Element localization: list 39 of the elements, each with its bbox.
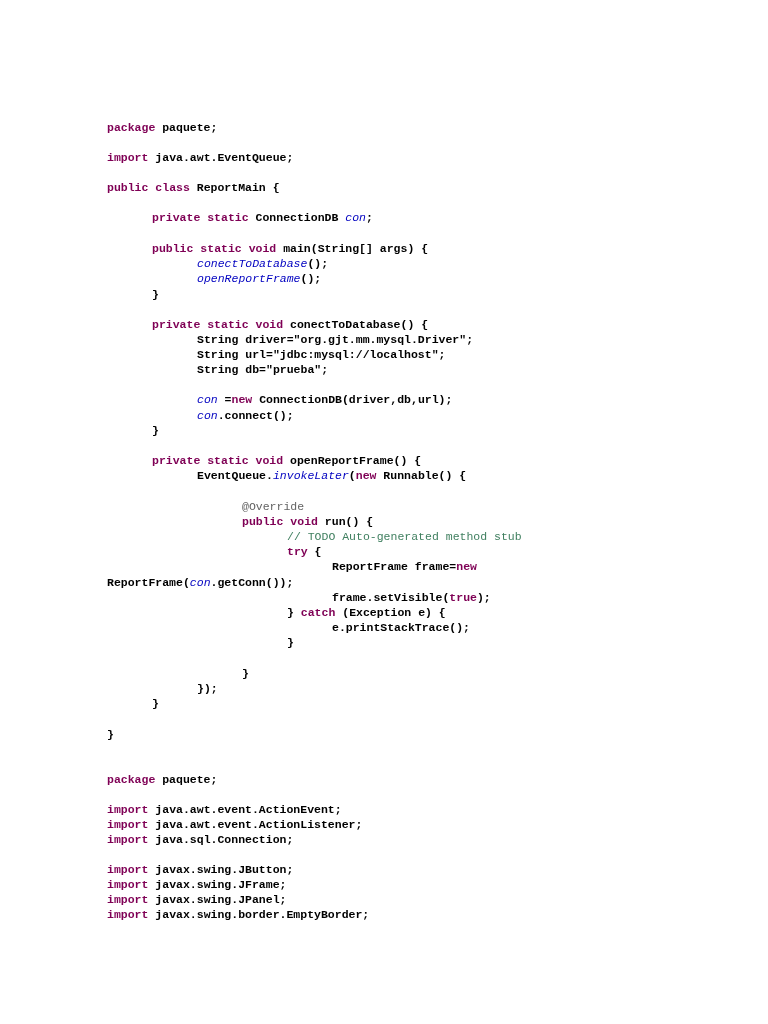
code-line: @Override [242,500,305,514]
code-line: import javax.swing.border.EmptyBorder; [107,908,370,922]
code-line: String db="prueba"; [197,363,329,377]
code-line: } [152,697,159,711]
code-line: import java.awt.event.ActionListener; [107,818,363,832]
code-line: openReportFrame(); [197,272,322,286]
code-line: import java.awt.EventQueue; [107,151,294,165]
code-line: private static void openReportFrame() { [152,454,422,468]
code-line: import javax.swing.JPanel; [107,893,287,907]
code-line: frame.setVisible(true); [332,591,491,605]
code-line: package paquete; [107,773,218,787]
code-line: } [287,636,294,650]
code-line: private static ConnectionDB con; [152,211,373,225]
code-line: private static void conectToDatabase() { [152,318,429,332]
code-line: import java.sql.Connection; [107,833,294,847]
code-line: } [152,424,159,438]
code-line: package paquete; [107,121,218,135]
code-line: ReportFrame frame=new [332,560,477,574]
code-line: public void run() { [242,515,374,529]
code-line: e.printStackTrace(); [332,621,471,635]
code-line: con.connect(); [197,409,294,423]
code-line: } [242,667,249,681]
code-line: } catch (Exception e) { [287,606,446,620]
code-line: conectToDatabase(); [197,257,329,271]
code-line: } [107,728,114,742]
code-line: } [152,288,159,302]
code-line: import java.awt.event.ActionEvent; [107,803,342,817]
code-line: String url="jdbc:mysql://localhost"; [197,348,446,362]
code-line: import javax.swing.JButton; [107,863,294,877]
code-line: con =new ConnectionDB(driver,db,url); [197,393,453,407]
code-line: import javax.swing.JFrame; [107,878,287,892]
code-line: String driver="org.gjt.mm.mysql.Driver"; [197,333,474,347]
code-line: try { [287,545,322,559]
code-line: public static void main(String[] args) { [152,242,429,256]
code-line: EventQueue.invokeLater(new Runnable() { [197,469,467,483]
code-line: public class ReportMain { [107,181,280,195]
code-line: }); [197,682,218,696]
code-line: // TODO Auto-generated method stub [287,530,522,544]
code-line: ReportFrame(con.getConn()); [107,576,294,590]
